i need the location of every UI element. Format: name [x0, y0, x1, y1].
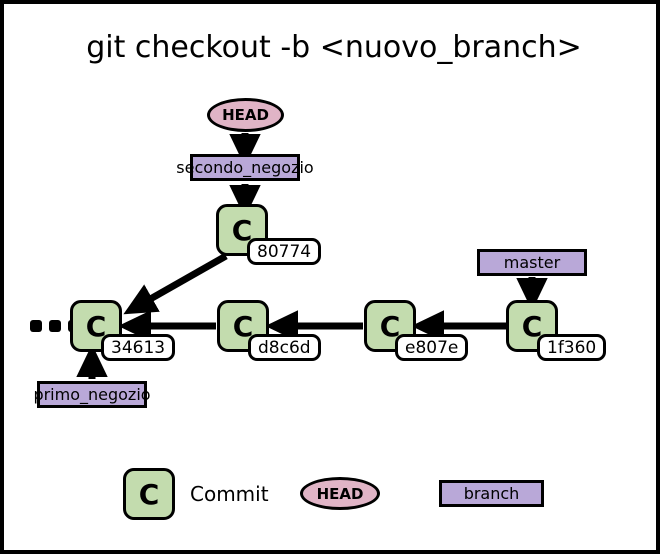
- branch-master: master: [477, 249, 587, 276]
- commit-hash-d8c6d: d8c6d: [248, 334, 321, 361]
- commit-hash-1f360: 1f360: [537, 334, 607, 361]
- head-pointer: HEAD: [207, 98, 284, 132]
- legend-branch-swatch: branch: [439, 480, 544, 507]
- diagram-title: git checkout -b <nuovo_branch>: [86, 30, 582, 65]
- commit-hash-e807e: e807e: [395, 334, 469, 361]
- ellipsis-dot: [49, 320, 61, 332]
- branch-secondo-negozio: secondo_negozio: [176, 154, 314, 181]
- arrow-layer: [76, 133, 548, 379]
- commit-hash-34613: 34613: [101, 334, 176, 361]
- legend-commit-swatch: C: [123, 468, 175, 520]
- arrow-commit80774-to-commit34613: [123, 252, 228, 315]
- branch-primo-negozio: primo_negozio: [33, 381, 151, 408]
- ellipsis-dot: [30, 320, 42, 332]
- legend-commit-label: Commit: [190, 482, 269, 506]
- legend-head-swatch: HEAD: [300, 477, 380, 510]
- commit-hash-80774: 80774: [247, 238, 322, 265]
